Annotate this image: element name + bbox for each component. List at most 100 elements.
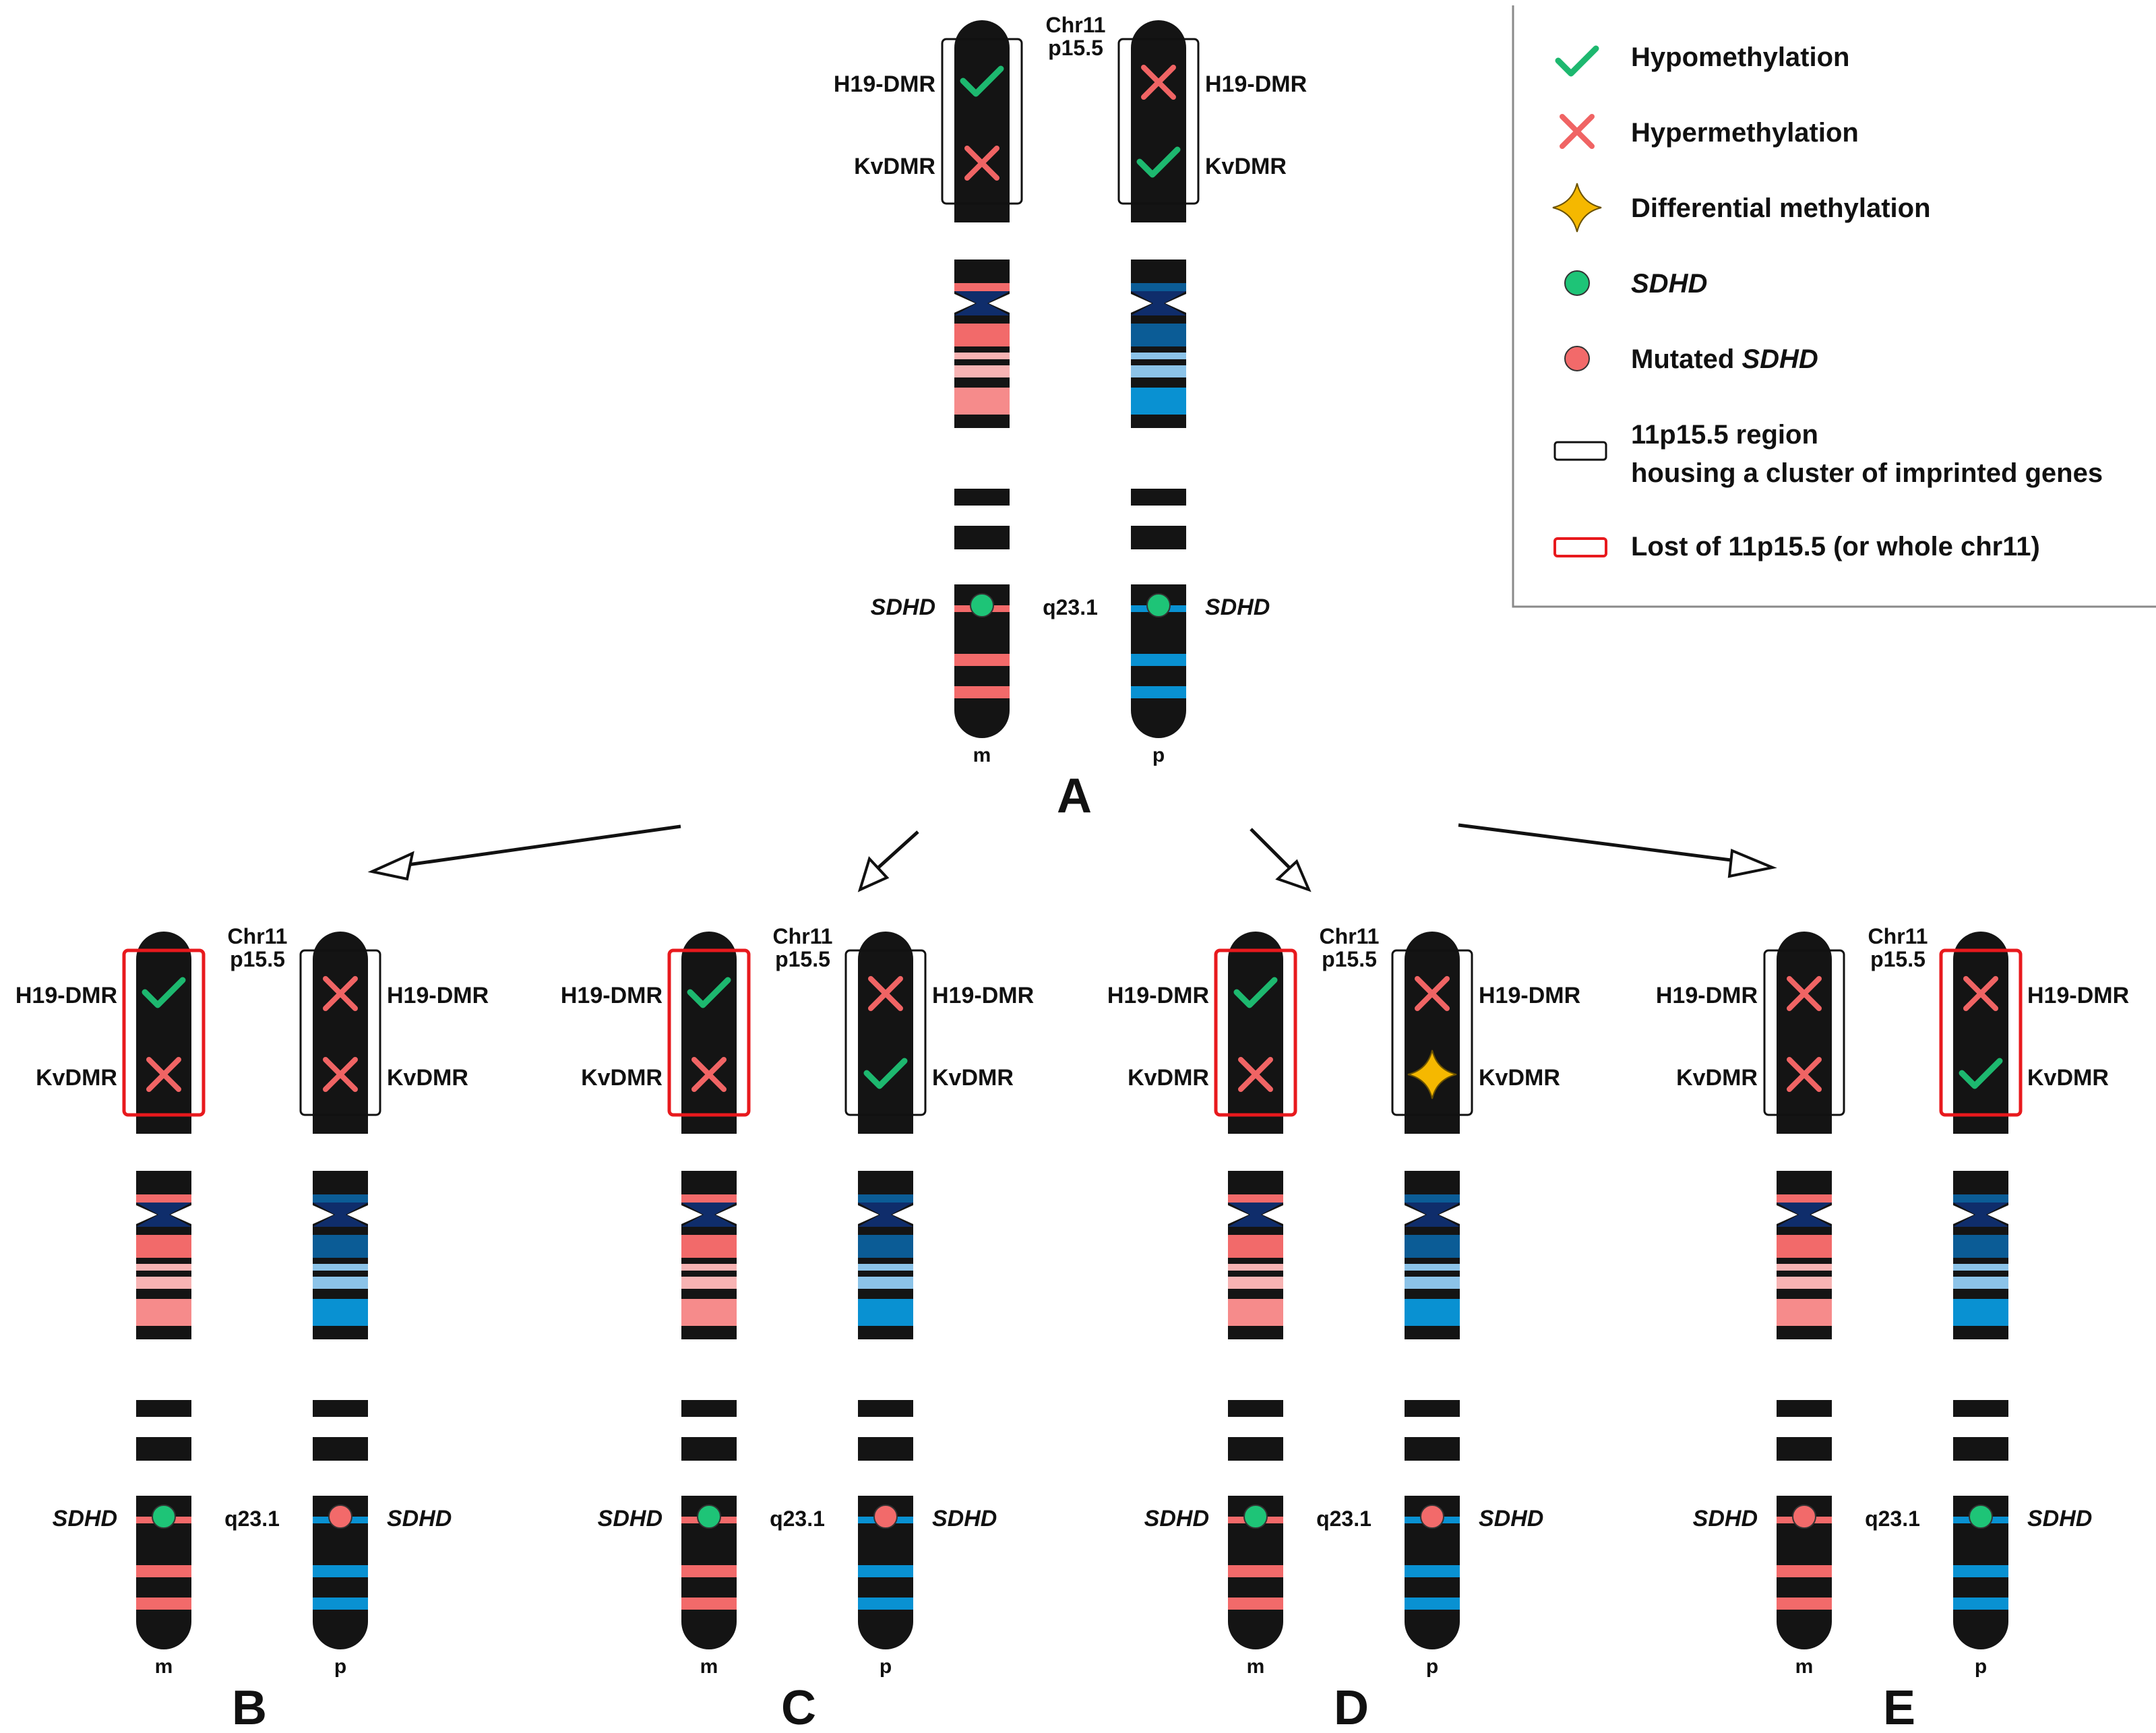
white-band-2 xyxy=(1405,1417,1460,1437)
sdhd-normal-dot-icon xyxy=(1564,270,1590,296)
white-band-1 xyxy=(1777,1339,1832,1400)
white-band-0 xyxy=(858,1134,913,1171)
q-band-2 xyxy=(1953,1277,2008,1289)
centromere-notch-right xyxy=(1262,1205,1283,1224)
centromere xyxy=(1777,1203,1832,1227)
maternal-label: m xyxy=(973,744,991,766)
q-band-1 xyxy=(1777,1264,1832,1271)
chromosome-body xyxy=(1228,932,1283,1649)
band-top xyxy=(313,1194,368,1203)
centromere-notch-right xyxy=(716,1205,737,1224)
white-line xyxy=(1953,1493,2008,1496)
maternal-label: m xyxy=(1795,1655,1814,1678)
centromere xyxy=(681,1203,737,1227)
q-band-2 xyxy=(313,1277,368,1289)
sdhd-mutated-dot xyxy=(873,1504,898,1529)
arrow-to-d xyxy=(1250,828,1312,892)
panel-letter: B xyxy=(232,1681,267,1733)
paternal-label: p xyxy=(334,1655,346,1678)
q-band-1 xyxy=(681,1264,737,1271)
q231-label: q23.1 xyxy=(1316,1507,1372,1531)
panel-b: H19-DMRKvDMRSDHDmH19-DMRKvDMRSDHDpChr11p… xyxy=(16,924,489,1733)
sdhd-normal-dot xyxy=(970,593,994,617)
q-band-1 xyxy=(1405,1264,1460,1271)
sdhd-normal-dot xyxy=(152,1504,176,1529)
panel-letter: D xyxy=(1334,1681,1369,1733)
white-line xyxy=(681,1493,737,1496)
p155-label: p15.5 xyxy=(1322,947,1377,971)
q-band-0 xyxy=(858,1235,913,1258)
legend-item-sdhd: SDHD xyxy=(1564,269,1707,299)
h19-dmr-label: H19-DMR xyxy=(834,71,935,97)
sdhd-label: SDHD xyxy=(598,1506,663,1531)
q-band-3 xyxy=(1777,1299,1832,1326)
h19-dmr-label: H19-DMR xyxy=(1107,983,1209,1008)
band-low-1 xyxy=(1953,1565,2008,1577)
band-low-2 xyxy=(954,686,1010,698)
panel-letter: C xyxy=(781,1681,816,1733)
white-band-0 xyxy=(1228,1134,1283,1171)
centromere xyxy=(954,291,1010,315)
white-band-1 xyxy=(858,1339,913,1400)
panel-a: H19-DMRKvDMRSDHDmH19-DMRKvDMRSDHDpChr11p… xyxy=(834,13,1307,823)
q-band-1 xyxy=(1131,353,1186,359)
white-band-3 xyxy=(1131,549,1186,582)
chr11-label: Chr11 xyxy=(1868,924,1928,948)
centromere-notch-right xyxy=(1165,294,1186,313)
band-top xyxy=(1131,283,1186,291)
chromosome-body xyxy=(1777,932,1832,1649)
white-band-2 xyxy=(313,1417,368,1437)
white-band-0 xyxy=(1131,222,1186,260)
imprinted-region-box xyxy=(941,38,1023,205)
white-band-0 xyxy=(1405,1134,1460,1171)
sdhd-mutated-dot xyxy=(1792,1504,1816,1529)
q-band-1 xyxy=(136,1264,191,1271)
paternal-label: p xyxy=(1975,1655,1987,1678)
h19-dmr-label: H19-DMR xyxy=(2027,983,2129,1008)
q-band-0 xyxy=(1131,324,1186,346)
kvdmr-label: KvDMR xyxy=(854,154,935,179)
white-band-0 xyxy=(1777,1134,1832,1171)
q-band-3 xyxy=(1228,1299,1283,1326)
centromere xyxy=(1228,1203,1283,1227)
chr11-label: Chr11 xyxy=(1046,13,1106,37)
legend-item-lost: Lost of 11p15.5 (or whole chr11) xyxy=(1553,532,2040,561)
kvdmr-label: KvDMR xyxy=(387,1065,468,1091)
sdhd-normal-dot xyxy=(697,1504,721,1529)
sdhd-normal-dot xyxy=(1146,593,1171,617)
chromosome-body xyxy=(1131,20,1186,738)
centromere-notch-left xyxy=(1228,1205,1249,1224)
q-band-0 xyxy=(681,1235,737,1258)
maternal-label: m xyxy=(1247,1655,1265,1678)
imprinted-region-box xyxy=(1117,38,1200,205)
chr11-label: Chr11 xyxy=(228,924,288,948)
legend-mutated-prefix: Mutated xyxy=(1631,344,1742,374)
legend-label-hypermethylation: Hypermethylation xyxy=(1631,118,1859,148)
q231-label: q23.1 xyxy=(1043,595,1098,619)
q-band-1 xyxy=(313,1264,368,1271)
q-band-0 xyxy=(1777,1235,1832,1258)
p155-label: p15.5 xyxy=(1048,36,1103,60)
centromere-notch-right xyxy=(1811,1205,1832,1224)
white-band-1 xyxy=(136,1339,191,1400)
centromere-notch-right xyxy=(989,294,1010,313)
kvdmr-label: KvDMR xyxy=(1205,154,1287,179)
sdhd-mutated-dot xyxy=(1420,1504,1444,1529)
band-top xyxy=(681,1194,737,1203)
paternal-label: p xyxy=(880,1655,892,1678)
sdhd-label: SDHD xyxy=(53,1506,117,1531)
h19-dmr-label: H19-DMR xyxy=(387,983,489,1008)
white-band-3 xyxy=(1777,1461,1832,1493)
band-low-2 xyxy=(313,1598,368,1610)
white-band-1 xyxy=(313,1339,368,1400)
panel-d: H19-DMRKvDMRSDHDmH19-DMRKvDMRSDHDpChr11p… xyxy=(1107,924,1580,1733)
arrow-to-c xyxy=(857,830,919,892)
h19-dmr-label: H19-DMR xyxy=(1656,983,1758,1008)
sdhd-label: SDHD xyxy=(1693,1506,1758,1531)
q231-label: q23.1 xyxy=(770,1507,825,1531)
white-band-1 xyxy=(1131,428,1186,489)
chr11-label: Chr11 xyxy=(773,924,833,948)
